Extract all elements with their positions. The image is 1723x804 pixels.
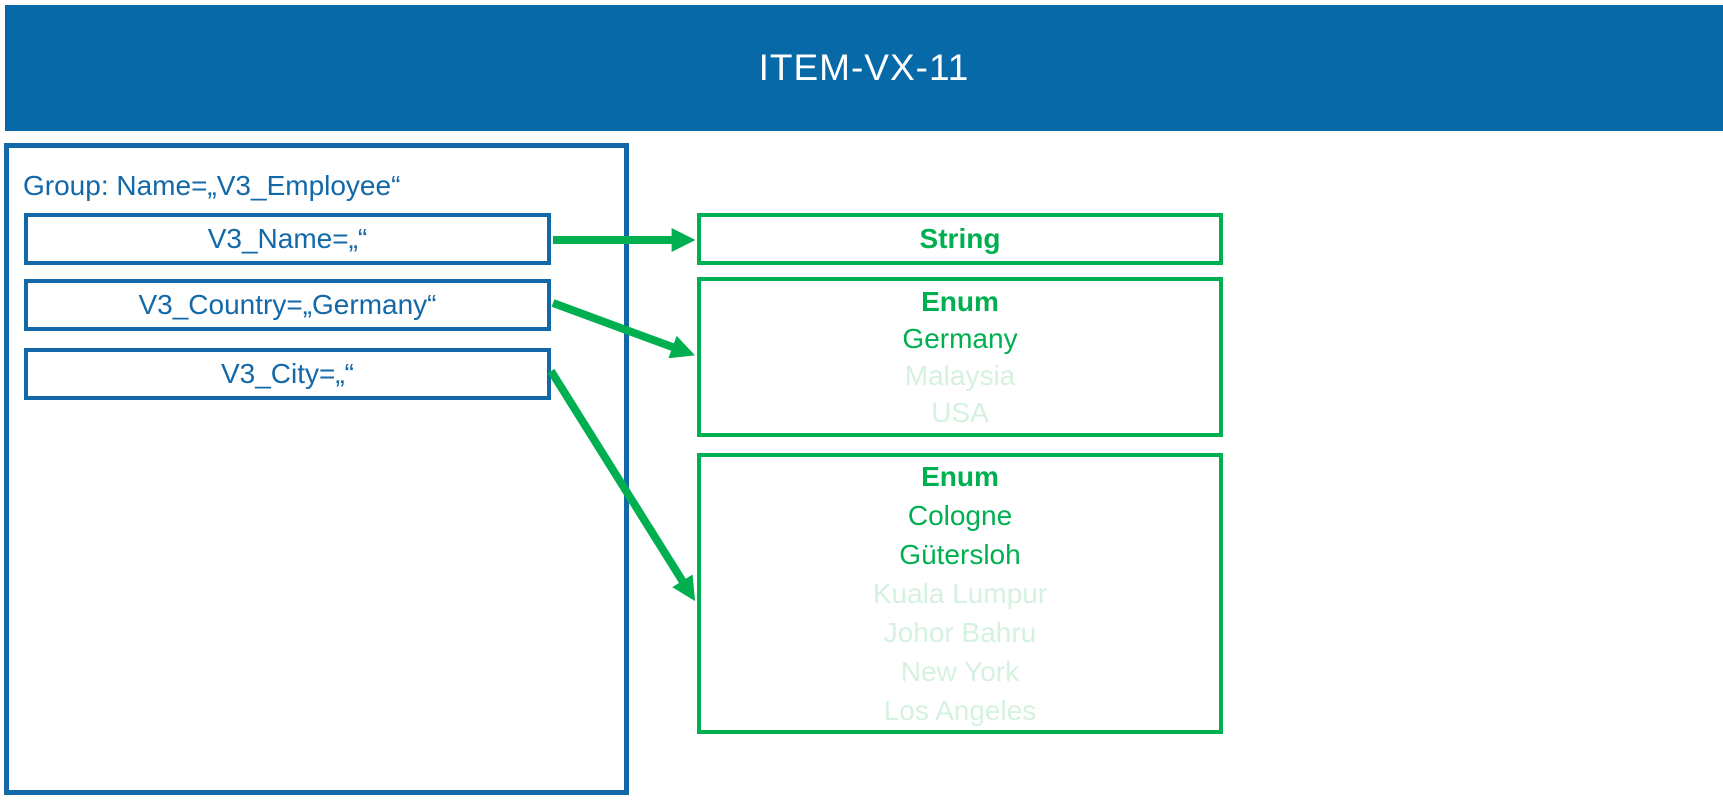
group-label: Group: Name=„V3_Employee“ (23, 170, 401, 201)
enum-value-guetersloh: Gütersloh (899, 539, 1021, 570)
field-v3-city: V3_City=„“ (24, 348, 551, 400)
type-box-string: String (697, 213, 1223, 265)
field-v3-name: V3_Name=„“ (24, 213, 551, 265)
enum-value-cologne: Cologne (907, 500, 1013, 531)
field-v3-country: V3_Country=„Germany“ (24, 279, 551, 331)
enum-value-new-york: New York (900, 656, 1020, 687)
title-bar: ITEM-VX-11 (5, 5, 1723, 131)
type-kind-label: String (919, 223, 1001, 254)
field-v3-city-label: V3_City=„“ (220, 358, 355, 389)
type-kind-label: Enum (921, 461, 999, 492)
enum-value-kuala-lumpur: Kuala Lumpur (872, 578, 1048, 609)
field-v3-name-label: V3_Name=„“ (207, 223, 368, 254)
type-kind-label: Enum (921, 286, 999, 317)
type-box-country-enum: Enum Germany Malaysia USA (697, 277, 1223, 437)
enum-value-germany: Germany (902, 323, 1018, 354)
enum-value-usa: USA (931, 397, 989, 428)
enum-value-malaysia: Malaysia (904, 360, 1016, 391)
enum-value-johor-bahru: Johor Bahru (883, 617, 1037, 648)
page-title: ITEM-VX-11 (758, 47, 970, 88)
field-v3-country-label: V3_Country=„Germany“ (138, 289, 437, 320)
type-box-city-enum: Enum Cologne Gütersloh Kuala Lumpur Joho… (697, 453, 1223, 734)
enum-value-los-angeles: Los Angeles (883, 695, 1037, 726)
